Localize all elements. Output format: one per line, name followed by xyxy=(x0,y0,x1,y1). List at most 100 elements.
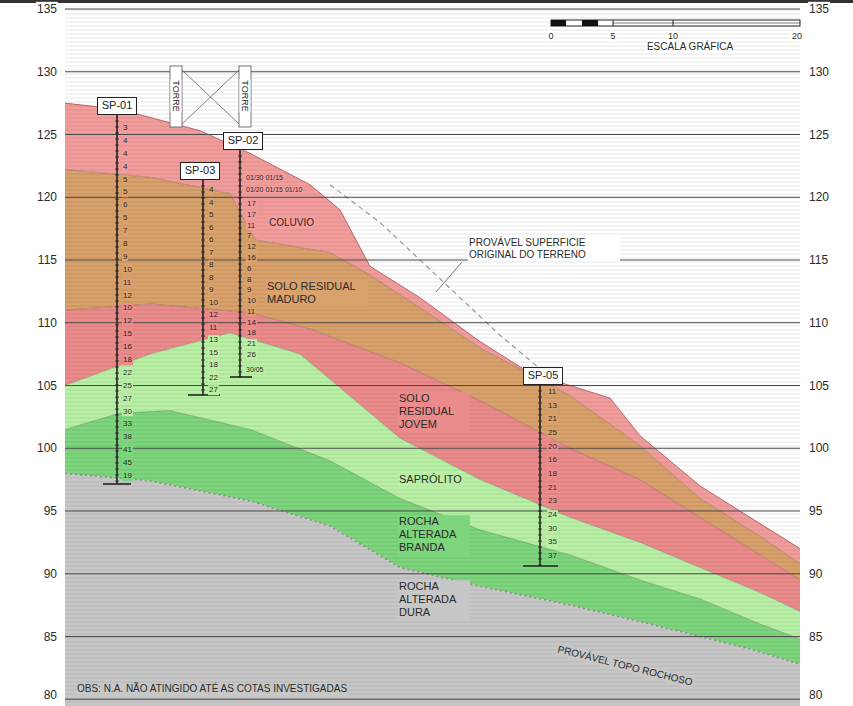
borehole-tick xyxy=(115,175,119,176)
borehole-tick xyxy=(238,252,242,253)
borehole-tick xyxy=(238,240,242,241)
borehole xyxy=(202,180,204,395)
borehole-tick xyxy=(115,367,119,368)
spt-value: 5 xyxy=(122,213,128,223)
grid-line xyxy=(65,260,800,261)
spt-value: 30 xyxy=(547,524,558,534)
spt-value: 30 xyxy=(122,407,133,417)
borehole-tick xyxy=(115,337,119,338)
borehole-tick xyxy=(201,390,205,391)
borehole-tick xyxy=(201,258,205,259)
elevation-label: 110 xyxy=(37,316,58,330)
borehole-tick xyxy=(115,181,119,182)
borehole-tick xyxy=(115,481,119,482)
borehole-tick xyxy=(115,427,119,428)
spt-value: 11 xyxy=(246,307,256,317)
borehole-tick xyxy=(115,403,119,404)
elevation-label: 85 xyxy=(808,629,823,643)
borehole-tick xyxy=(238,270,242,271)
borehole-tick xyxy=(238,210,242,211)
spt-value: 17 xyxy=(246,210,257,220)
layer-name: ROCHA ALTERADA BRANDA xyxy=(398,515,470,555)
spt-value: 18 xyxy=(208,360,219,370)
borehole-tick xyxy=(115,193,119,194)
borehole-tick xyxy=(115,199,119,200)
borehole-tick xyxy=(538,469,542,470)
borehole-tick xyxy=(115,475,119,476)
borehole-tick xyxy=(201,324,205,325)
borehole-tick xyxy=(201,222,205,223)
borehole-tick xyxy=(115,325,119,326)
borehole-tick xyxy=(538,403,542,404)
borehole-tick xyxy=(538,535,542,536)
borehole-tick xyxy=(115,379,119,380)
layer-name: SAPRÓLITO xyxy=(398,473,463,486)
surface-note: PROVÁVEL SUPERFICIE ORIGINAL DO TERRENO xyxy=(468,237,620,261)
grid-line xyxy=(65,511,800,512)
elevation-label: 95 xyxy=(808,504,823,518)
borehole-tick xyxy=(538,445,542,446)
grid-line xyxy=(65,636,800,637)
elevation-label: 125 xyxy=(36,127,58,141)
grid-line xyxy=(65,322,800,323)
scale-segment xyxy=(582,20,598,26)
spt-value: 19 xyxy=(122,471,133,481)
borehole-tick xyxy=(201,210,205,211)
layer-boundary xyxy=(65,103,800,548)
borehole-tick xyxy=(115,391,119,392)
tower-label: TORRE xyxy=(171,79,182,112)
borehole-tick xyxy=(115,139,119,140)
borehole-tick xyxy=(201,384,205,385)
spt-value: 8 xyxy=(122,239,128,249)
borehole-tick xyxy=(238,246,242,247)
elevation-label: 100 xyxy=(808,441,830,455)
borehole-tick xyxy=(115,163,119,164)
spt-value: 4 xyxy=(122,136,128,146)
rock-top-note: PROVÁVEL TOPO ROCHOSO xyxy=(555,643,694,689)
borehole-tick xyxy=(115,331,119,332)
borehole-tick xyxy=(201,372,205,373)
borehole-name: SP-02 xyxy=(228,134,259,146)
borehole-tick xyxy=(538,427,542,428)
borehole-tick xyxy=(538,451,542,452)
borehole-tick xyxy=(115,355,119,356)
borehole-tick xyxy=(115,271,119,272)
borehole-tick xyxy=(538,553,542,554)
scale-title: ESCALA GRÁFICA xyxy=(646,41,734,53)
elevation-label: 90 xyxy=(43,567,58,581)
spt-value: 18 xyxy=(246,329,257,339)
borehole-tick xyxy=(201,234,205,235)
borehole-tick xyxy=(201,186,205,187)
borehole-tick xyxy=(115,283,119,284)
spt-value: 18 xyxy=(122,355,133,365)
borehole-tick xyxy=(538,487,542,488)
spt-value: 25 xyxy=(547,428,558,438)
elevation-label: 90 xyxy=(808,567,823,581)
scale-segment xyxy=(551,20,566,26)
borehole-tick xyxy=(115,289,119,290)
borehole-tick xyxy=(538,439,542,440)
spt-value: 5 xyxy=(122,175,128,185)
borehole-tick xyxy=(538,397,542,398)
borehole-tick xyxy=(201,246,205,247)
borehole-tick xyxy=(238,234,242,235)
spt-value: 11 xyxy=(122,278,132,288)
spt-value: 22 xyxy=(208,373,219,383)
spt-value: 3 xyxy=(122,123,128,133)
borehole-tick xyxy=(201,318,205,319)
borehole-name: SP-05 xyxy=(528,369,559,381)
scale-number: 5 xyxy=(609,31,616,42)
spt-value: 7 xyxy=(246,232,252,242)
borehole-tick xyxy=(115,361,119,362)
borehole-tick xyxy=(238,204,242,205)
spt-value: 11 xyxy=(246,221,256,231)
top-border xyxy=(0,0,853,3)
tower-cable xyxy=(182,70,239,124)
layer-boundary xyxy=(65,411,800,639)
elevation-label: 80 xyxy=(43,688,58,702)
spt-value: 12 xyxy=(122,291,133,301)
borehole-tick xyxy=(115,235,119,236)
spt-value: 27 xyxy=(208,385,219,395)
borehole-tick xyxy=(201,312,205,313)
tower-label: TORRE xyxy=(240,79,251,112)
